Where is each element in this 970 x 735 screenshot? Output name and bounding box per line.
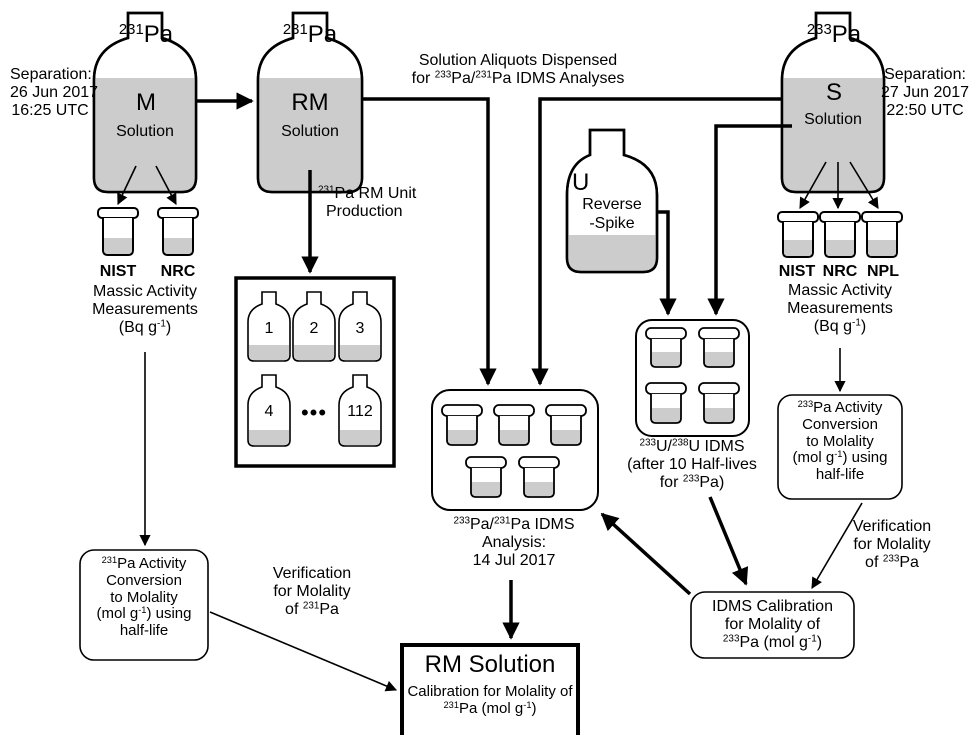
bottle-s-solution-label: Solution [804,111,862,128]
arrow-u-idms-to-idms-cal [708,496,749,586]
unit-bottle-2 [292,291,336,362]
arrows [117,92,879,692]
arrow-conv-231-to-rm-solution [209,611,398,692]
units-ellipsis: ••• [300,400,328,425]
arrow-rm-to-pa-idms [362,97,497,386]
bottle-m [92,11,198,194]
aliquots-label: Solution Aliquots Dispensed for 233Pa/23… [411,52,625,87]
bottle-rm-letter: RM [291,89,329,116]
arrow-s-to-nist [799,161,827,209]
bottle-u-line1: Reverse [582,196,642,213]
u-idms-vials [645,327,740,424]
vial-nrc-s [819,211,861,258]
vial-nist-m [97,207,139,256]
unit-number-1: 1 [264,320,274,337]
bottle-m-isotope: 231Pa [118,21,174,48]
lab-nrc-m: NRC [160,263,196,280]
rm-solution-title: RM Solution [424,651,556,678]
bottle-u-letter: U [572,169,590,196]
arrow-m-to-nist [117,165,137,206]
arrow-conv-233-to-idms-cal [811,502,863,589]
bottle-rm-solution-label: Solution [281,123,339,140]
bottle-m-letter: M [136,89,156,116]
unit-number-3: 3 [355,320,365,337]
bottle-rm-isotope: 231Pa [282,21,338,48]
vial-nrc-m [157,207,199,256]
bottle-s-letter: S [825,79,842,106]
vial-nist-s [777,211,819,258]
arrow-m-to-nrc [155,165,177,205]
lab-npl-s: NPL [867,263,899,280]
vial-npl-s [861,211,903,258]
conversion-231-text: 231Pa Activity Conversion to Molality (m… [96,554,192,640]
unit-bottle-112 [338,374,382,447]
idms-cal-box [690,591,855,659]
bottle-m-solution-label: Solution [116,123,174,140]
conv-233-box [777,394,903,500]
arrow-s-to-pa-idms [531,97,782,386]
arrow-u-to-u-idms [657,210,677,316]
unit-bottle-4 [247,374,291,447]
u-idms-label: 233U/238U IDMS (after 10 Half-lives for … [627,437,757,491]
bottle-u-reverse-spike [565,128,659,274]
unit-production-label: 231Pa RM Unit Production [318,184,417,220]
bottle-s-isotope: 233Pa [806,21,862,48]
unit-bottle-3 [338,291,382,362]
lab-nrc-s: NRC [822,263,858,280]
pa-idms-label: 233Pa/231Pa IDMS Analysis: 14 Jul 2017 [453,515,575,569]
bottle-s [780,11,886,194]
lab-nist-s: NIST [778,263,816,280]
arrow-idms-cal-to-pa-idms [600,512,692,596]
unit-number-2: 2 [309,320,319,337]
lab-nist-m: NIST [99,263,137,280]
bottle-rm [256,11,364,194]
rm-solution-box [400,643,580,735]
unit-number-112: 112 [347,403,373,420]
conv-231-box [79,549,209,661]
rm-solution-text: Calibration for Molality of 231Pa (mol g… [407,683,573,717]
arrow-s-to-npl [849,161,879,209]
unit-number-4: 4 [264,403,274,420]
conversion-233-text: 233Pa Activity Conversion to Molality (m… [792,398,888,484]
unit-bottle-1 [247,291,291,362]
arrow-s-to-u-idms [707,124,792,316]
bottle-u-line2: -Spike [589,215,635,232]
pa-idms-vials [441,404,587,498]
